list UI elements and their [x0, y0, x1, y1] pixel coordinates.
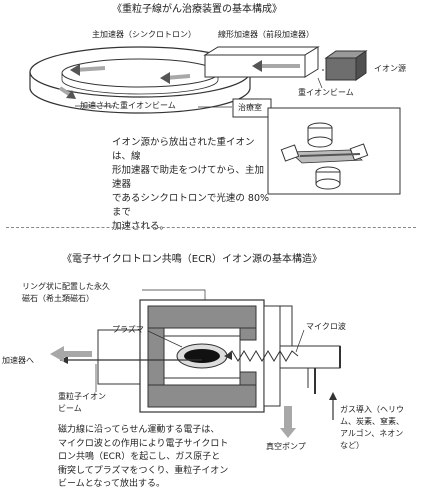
label-plasma: プラズマ: [112, 325, 144, 334]
label-linac: 線形加速器（前段加速器）: [218, 30, 314, 39]
vacuum-pump-arrow: [284, 406, 292, 428]
label-heavy-ion-beam: 重イオンビーム: [298, 88, 354, 97]
plasma-core: [184, 349, 220, 363]
label-treatment-room: 治療室: [238, 103, 262, 112]
magnet-top: [147, 305, 257, 329]
label-magnet-line1: リング状に配置した永久: [22, 282, 110, 291]
label-to-accelerator: 加速器へ: [2, 356, 34, 365]
treatment-room-inset: [262, 107, 401, 195]
top-description: イオン源から放出された重イオンは、線 形加速器で助走をつけてから、主加速器 であ…: [112, 137, 270, 232]
microwave-wave: [225, 350, 299, 362]
bottom-description: 磁力線に沿ってらせん運動する電子は、 マイクロ波との作用により電子サイクロト ロ…: [58, 425, 229, 489]
label-ion-beam-line1: 重粒子イオン: [58, 392, 106, 401]
ion-source-box: [324, 50, 368, 81]
top-title: 《重粒子線がん治療装置の基本構成》: [112, 4, 282, 15]
bottom-title: 《電子サイクロトロン共鳴（ECR）イオン源の基本構造》: [62, 254, 323, 265]
ecr-chamber: [97, 299, 341, 413]
label-main-accelerator: 主加速器（シンクロトロン）: [92, 30, 196, 39]
label-magnet-line2: 磁石（希土類磁石）: [22, 294, 94, 303]
label-ion-beam-line2: ビーム: [58, 404, 82, 413]
to-accelerator-arrow: [62, 351, 92, 357]
label-gas-inlet: ガス導入（ヘリウ ム、炭素、窒素、 アルゴン、ネオン など）: [340, 405, 404, 450]
label-microwave: マイクロ波: [306, 322, 346, 331]
label-accelerated-beam: 加速された重イオンビーム: [80, 101, 176, 110]
section-divider: [6, 227, 416, 228]
label-ion-source: イオン源: [374, 64, 406, 73]
synchrotron-diagram: [29, 46, 401, 195]
linac-box: [203, 46, 320, 78]
magnet-bottom: [147, 384, 257, 408]
label-vacuum-pump: 真空ポンプ: [266, 442, 306, 451]
